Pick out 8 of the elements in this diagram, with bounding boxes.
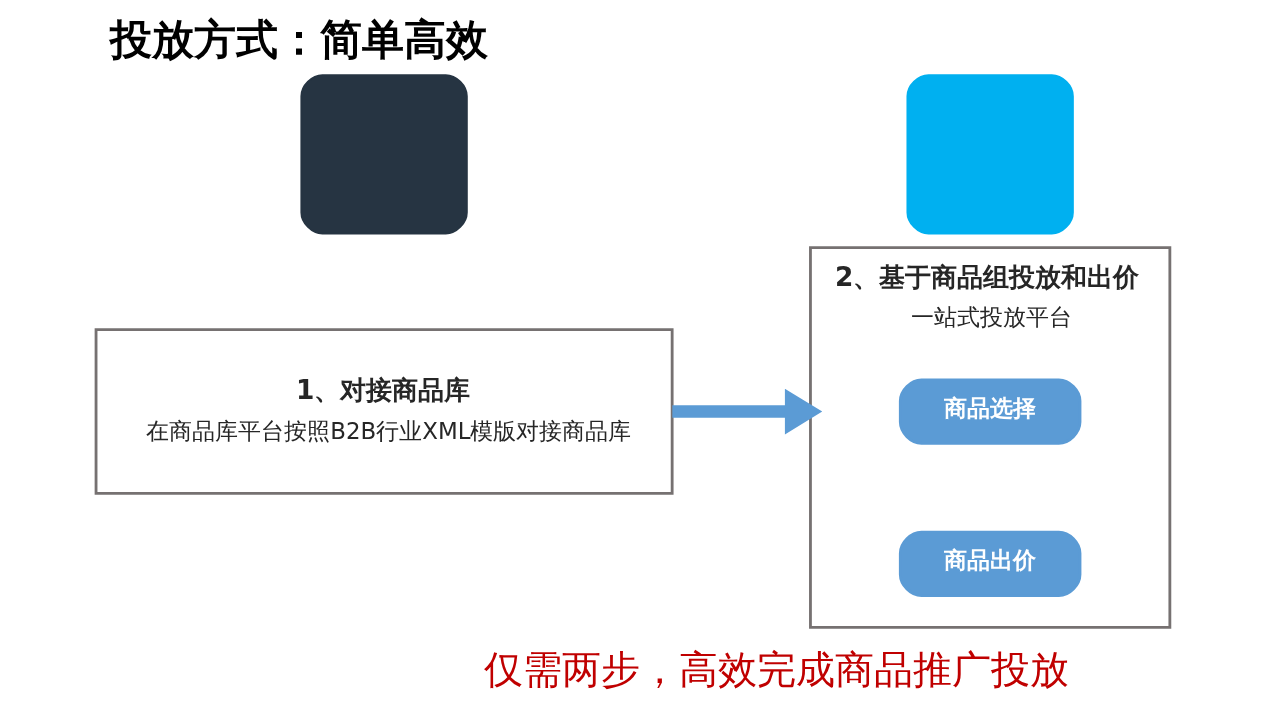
arrow <box>672 388 823 435</box>
node-box: 商品出价 <box>898 530 1082 598</box>
node-box: 商品选择 <box>898 378 1082 445</box>
diagram-title: 投放方式：简单高效 <box>110 15 489 65</box>
node-box <box>300 74 468 235</box>
node-box: 1、对接商品库 在商品库平台按照B2B行业XML模版对接商品库 <box>94 328 674 495</box>
node-box <box>906 74 1074 235</box>
label: 仅需两步，高效完成商品推广投放 <box>483 647 1069 693</box>
